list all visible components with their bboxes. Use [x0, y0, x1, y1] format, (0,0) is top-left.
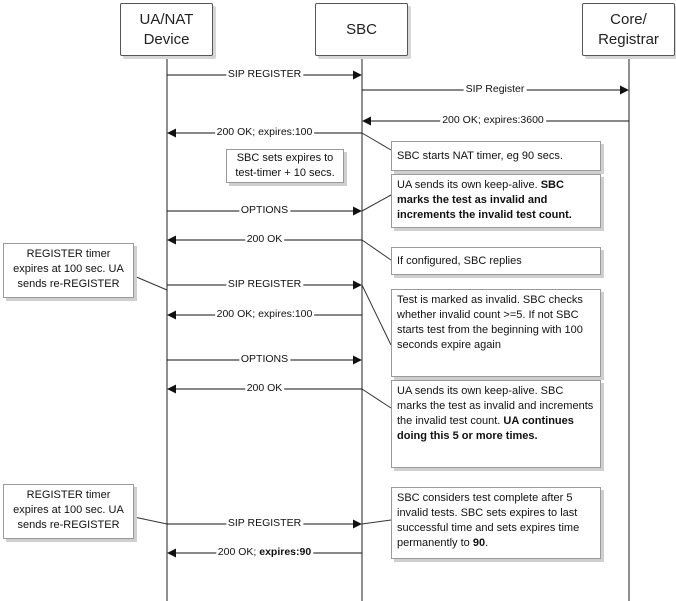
note-text-segment: SBC marks the test as invalid and increm… — [397, 179, 572, 221]
message-label-m9: OPTIONS — [238, 353, 291, 365]
message-label-m3: 200 OK; expires:3600 — [440, 114, 546, 126]
message-text: 200 OK; expires:100 — [216, 126, 313, 138]
note-keepalive-1: UA sends its own keep-alive. SBC marks t… — [391, 174, 601, 228]
note-sbc-replies: If configured, SBC replies — [391, 247, 601, 275]
note-connector — [361, 388, 392, 409]
note-connector — [361, 519, 392, 525]
note-sets-expires: SBC sets expires to test-timer + 10 secs… — [226, 149, 344, 183]
message-label-m6: 200 OK — [244, 233, 285, 245]
participant-ua-label-1: UA/NAT — [139, 10, 194, 28]
message-label-m2: SIP Register — [463, 83, 527, 95]
note-text-segment: . — [485, 537, 489, 549]
note-register-timer-1: REGISTER timer expires at 100 sec. UA se… — [3, 243, 134, 298]
message-text: OPTIONS — [240, 204, 289, 216]
participant-core-label-1: Core/ — [610, 10, 647, 28]
message-text: 200 OK; — [217, 546, 260, 558]
note-text-segment: UA sends its own keep-alive. SBC marks t… — [397, 385, 594, 427]
note-text-segment: SBC sets expires to test-timer + 10 secs… — [235, 152, 335, 179]
note-text-segment: Test is marked as invalid. SBC checks wh… — [397, 294, 583, 351]
note-text-segment: If configured, SBC replies — [397, 255, 522, 267]
message-text: SIP REGISTER — [227, 517, 302, 529]
participant-sbc-label: SBC — [346, 20, 377, 38]
participant-ua: UA/NAT Device — [120, 3, 213, 56]
note-text-segment: UA continues doing this 5 or more times. — [397, 415, 574, 442]
message-text: OPTIONS — [240, 353, 289, 365]
message-text: 200 OK; expires:3600 — [442, 114, 544, 126]
note-text-segment: 90 — [472, 537, 486, 549]
note-test-complete: SBC considers test complete after 5 inva… — [391, 487, 601, 559]
note-text-segment: UA sends its own keep-alive. — [397, 179, 541, 191]
note-keepalive-2: UA sends its own keep-alive. SBC marks t… — [391, 380, 601, 468]
message-text: 200 OK — [246, 382, 283, 394]
note-connector — [361, 239, 392, 261]
note-connector — [361, 194, 392, 212]
message-text-bold: expires:90 — [259, 546, 312, 558]
note-connector — [361, 132, 392, 151]
participant-ua-label-2: Device — [143, 30, 190, 48]
note-nat-timer: SBC starts NAT timer, eg 90 secs. — [391, 141, 601, 171]
message-text: SIP Register — [465, 83, 525, 95]
note-connector — [133, 516, 168, 525]
message-label-m11: SIP REGISTER — [225, 517, 304, 529]
message-label-m7: SIP REGISTER — [225, 278, 304, 290]
message-text: SIP REGISTER — [227, 278, 302, 290]
note-connector — [361, 284, 392, 346]
message-label-m8: 200 OK; expires:100 — [214, 308, 315, 320]
message-label-m5: OPTIONS — [238, 204, 291, 216]
note-text-segment: SBC considers test complete after 5 inva… — [397, 492, 580, 549]
note-text-segment: REGISTER timer expires at 100 sec. UA se… — [13, 248, 124, 290]
message-label-m12: 200 OK; expires:90 — [215, 546, 314, 558]
message-label-m4: 200 OK; expires:100 — [214, 126, 315, 138]
note-test-invalid: Test is marked as invalid. SBC checks wh… — [391, 289, 601, 377]
participant-sbc: SBC — [315, 3, 408, 56]
note-text-segment: SBC starts NAT timer, eg 90 secs. — [397, 150, 563, 162]
participant-core: Core/Registrar — [582, 3, 675, 56]
message-text: SIP REGISTER — [227, 68, 302, 80]
message-text: 200 OK — [246, 233, 283, 245]
note-connector — [133, 275, 168, 291]
message-label-m1: SIP REGISTER — [225, 68, 304, 80]
message-label-m10: 200 OK — [244, 382, 285, 394]
message-text: 200 OK; expires:100 — [216, 308, 313, 320]
note-register-timer-2: REGISTER timer expires at 100 sec. UA se… — [3, 484, 134, 539]
participant-core-label-2: Registrar — [598, 30, 659, 48]
note-text-segment: REGISTER timer expires at 100 sec. UA se… — [13, 489, 124, 531]
